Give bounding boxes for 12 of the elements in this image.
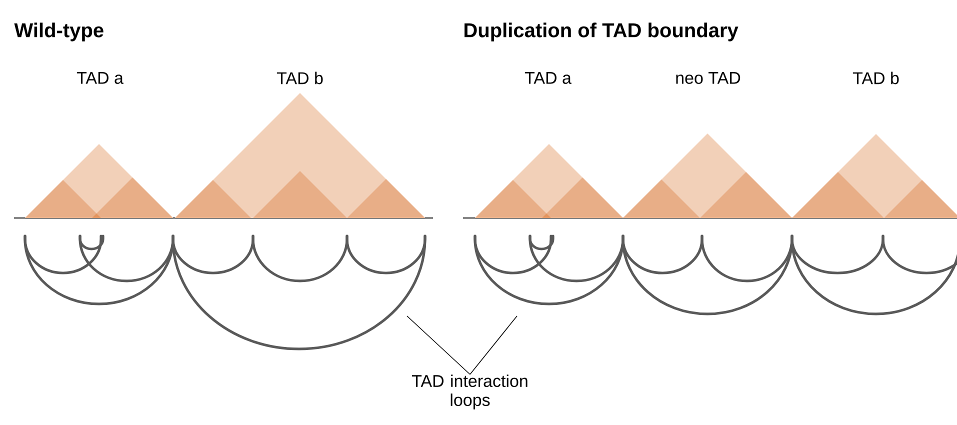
tad-label: TAD b (276, 72, 323, 84)
tad-label: TAD a (76, 72, 124, 84)
tad-label: neo TAD (676, 72, 740, 84)
callout-text: TAD interaction loops (412, 374, 528, 410)
panel-title: Duplication of TAD boundary (464, 22, 738, 42)
interaction-loop (474, 234, 624, 306)
leader-line (406, 316, 470, 375)
tad-label: TAD b (852, 72, 899, 84)
leader-line (470, 316, 518, 375)
interaction-loop (172, 234, 426, 350)
tad-label: TAD a (524, 72, 572, 84)
panel-title: Wild-type (14, 22, 104, 42)
